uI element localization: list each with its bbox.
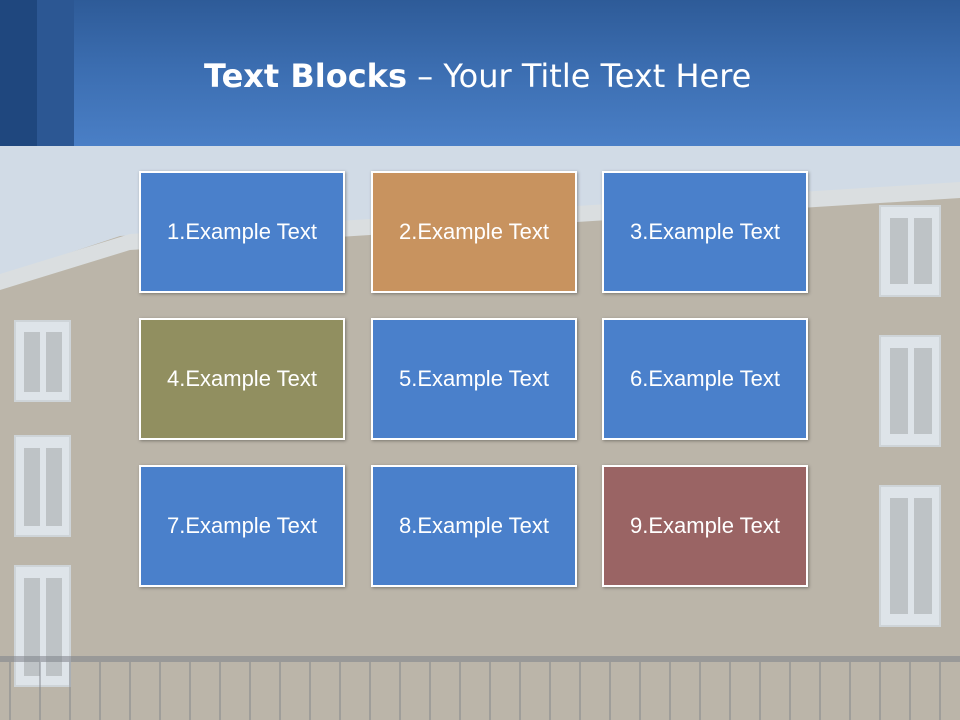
text-block-5[interactable]: 5.Example Text: [371, 318, 577, 440]
text-block-9[interactable]: 9.Example Text: [602, 465, 808, 587]
text-block-label: 8.Example Text: [398, 513, 549, 538]
text-block-6[interactable]: 6.Example Text: [602, 318, 808, 440]
text-block-label: 3.Example Text: [629, 219, 780, 244]
page-title: Text Blocks – Your Title Text Here: [204, 52, 904, 100]
text-block-label: 4.Example Text: [166, 366, 317, 391]
text-block-2[interactable]: 2.Example Text: [371, 171, 577, 293]
text-block-label: 1.Example Text: [166, 219, 317, 244]
text-block-8[interactable]: 8.Example Text: [371, 465, 577, 587]
header-band: Text Blocks – Your Title Text Here: [0, 0, 960, 146]
text-block-label: 2.Example Text: [398, 219, 549, 244]
text-block-7[interactable]: 7.Example Text: [139, 465, 345, 587]
text-block-4[interactable]: 4.Example Text: [139, 318, 345, 440]
title-bold: Text Blocks: [204, 57, 407, 95]
text-block-3[interactable]: 3.Example Text: [602, 171, 808, 293]
text-block-label: 5.Example Text: [398, 366, 549, 391]
text-block-label: 6.Example Text: [629, 366, 780, 391]
header-stripe: [0, 0, 37, 146]
text-block-label: 9.Example Text: [629, 513, 780, 538]
text-block-label: 7.Example Text: [166, 513, 317, 538]
text-block-1[interactable]: 1.Example Text: [139, 171, 345, 293]
title-rest: – Your Title Text Here: [407, 57, 752, 95]
header-stripe: [37, 0, 74, 146]
